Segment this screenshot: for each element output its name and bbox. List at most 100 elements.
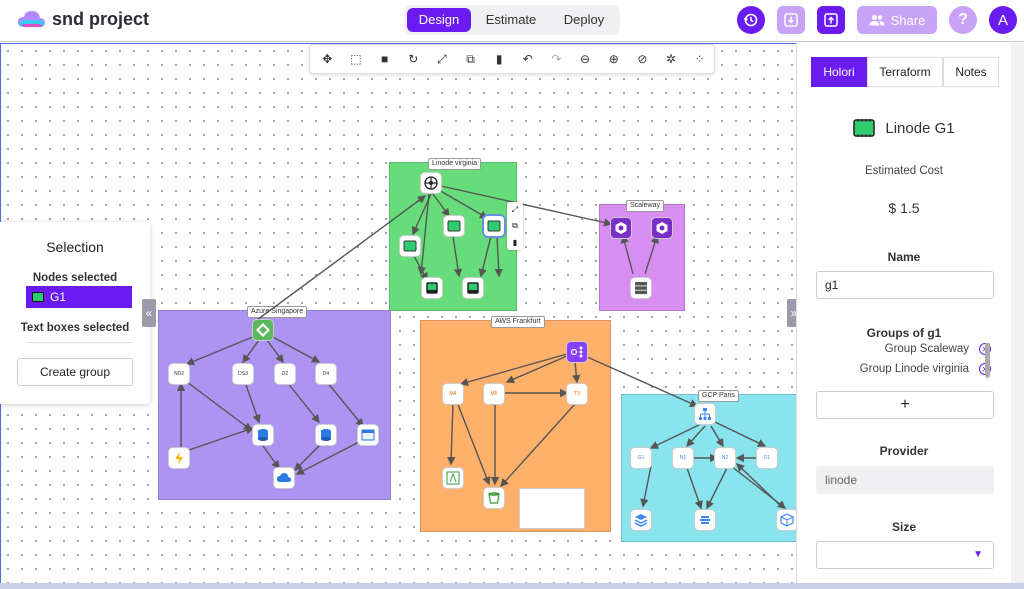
aws-ec2-node[interactable]: M4 <box>443 384 463 404</box>
project-title: snd project <box>52 9 150 29</box>
scaleway-kubernetes-node[interactable] <box>611 218 631 238</box>
azure-sql-node[interactable] <box>316 425 336 445</box>
azure-vm-node[interactable]: D4 <box>316 364 336 384</box>
redo-button[interactable]: ↷ <box>542 47 571 71</box>
azure-vm-node[interactable]: D2 <box>275 364 295 384</box>
mode-design-button[interactable]: Design <box>407 8 471 32</box>
delete-button[interactable]: ▮ <box>485 47 514 71</box>
gcp-storage-node[interactable] <box>631 510 651 530</box>
database-icon <box>258 429 268 441</box>
grid-button[interactable]: ⁘ <box>685 47 714 71</box>
panel-tabs: Holori Terraform Notes <box>811 57 999 87</box>
azure-functions-node[interactable] <box>169 448 189 468</box>
aws-ec2-node[interactable]: M5 <box>484 384 504 404</box>
add-group-button[interactable]: + <box>816 391 994 419</box>
linode-compute-node[interactable] <box>400 236 420 256</box>
help-button[interactable]: ? <box>949 6 977 34</box>
azure-app-service-node[interactable] <box>358 425 378 445</box>
resize-icon[interactable]: ⤢ <box>511 205 519 215</box>
zoom-out-button[interactable]: ⊖ <box>571 47 600 71</box>
storage-icon <box>426 282 438 294</box>
mode-estimate-button[interactable]: Estimate <box>485 12 537 27</box>
panel-scrollbar[interactable] <box>1011 43 1024 583</box>
mode-switch: Design Estimate Deploy <box>404 5 620 35</box>
cloud-storage-icon <box>277 473 291 482</box>
gcp-compute-node[interactable]: F1 <box>757 448 777 468</box>
cloud-logo-icon <box>18 11 45 27</box>
aws-load-balancer-node[interactable] <box>567 342 587 362</box>
node-label: ND2 <box>173 371 184 377</box>
text-box[interactable] <box>519 488 585 529</box>
azure-storage-node[interactable] <box>274 468 294 488</box>
user-avatar[interactable]: A <box>989 6 1017 34</box>
gcp-compute-node[interactable]: N1 <box>673 448 693 468</box>
delete-icon[interactable]: ▮ <box>512 237 518 247</box>
linode-storage-node[interactable] <box>463 278 483 298</box>
expand-button[interactable]: ⤢ <box>428 47 457 71</box>
undo-button[interactable]: ↶ <box>513 47 542 71</box>
scaleway-server-node[interactable] <box>631 278 651 298</box>
azure-traffic-manager-node[interactable] <box>253 320 273 340</box>
aws-lambda-node[interactable] <box>443 468 463 488</box>
canvas-toolbar: ✥ ⬚ ■ ↻ ⤢ ⧉ ▮ ↶ ↷ ⊖ ⊕ ⊘ ✲ ⁘ <box>309 44 715 74</box>
gcp-cube-node[interactable] <box>777 510 796 530</box>
groups-scrollbar[interactable] <box>985 343 990 379</box>
linode-storage-node[interactable] <box>422 278 442 298</box>
tab-notes[interactable]: Notes <box>943 57 999 87</box>
create-group-button[interactable]: Create group <box>17 358 133 386</box>
name-input[interactable]: g1 <box>816 271 994 299</box>
scrollbar-thumb[interactable] <box>985 343 990 377</box>
selection-panel: Selection Nodes selected G1 Text boxes s… <box>0 222 150 404</box>
move-tool-button[interactable]: ✥ <box>313 47 342 71</box>
undo-icon: ↶ <box>522 52 533 66</box>
azure-vm-node[interactable]: ND2 <box>169 364 189 384</box>
zoom-in-button[interactable]: ⊕ <box>599 47 628 71</box>
gcp-compute-node[interactable]: G1 <box>631 448 651 468</box>
upload-button[interactable] <box>817 6 845 34</box>
zoom-in-icon: ⊕ <box>608 52 619 66</box>
selected-node-item[interactable]: G1 <box>26 286 132 308</box>
group-item: Group Scaleway ✕ <box>821 343 991 355</box>
download-button[interactable] <box>777 6 805 34</box>
linode-load-balancer-node[interactable] <box>421 173 441 193</box>
app-header: snd project Design Estimate Deploy Share… <box>0 0 1024 42</box>
copy-icon[interactable]: ⧉ <box>512 221 518 231</box>
select-area-button[interactable]: ⬚ <box>342 47 371 71</box>
copy-icon: ⧉ <box>466 51 475 66</box>
tab-holori[interactable]: Holori <box>811 57 867 87</box>
gcp-datastore-node[interactable] <box>695 510 715 530</box>
group-label: Scaleway <box>626 200 664 212</box>
selected-node-name: G1 <box>50 290 67 304</box>
kubernetes-icon <box>615 222 627 234</box>
node-label: T3 <box>574 391 580 397</box>
people-icon <box>869 15 885 26</box>
gcp-load-balancer-node[interactable] <box>695 404 715 424</box>
bucket-icon <box>488 492 500 504</box>
azure-vm-node[interactable]: DS3 <box>233 364 253 384</box>
provider-label: Provider <box>879 444 929 458</box>
mode-deploy-button[interactable]: Deploy <box>563 12 605 27</box>
tab-terraform[interactable]: Terraform <box>867 57 943 87</box>
collapse-left-panel-button[interactable]: « <box>142 299 156 327</box>
bottom-scrollbar[interactable] <box>0 583 1024 589</box>
estimated-cost-value: $ 1.5 <box>888 200 920 216</box>
node-title-text: Linode G1 <box>885 119 955 137</box>
copy-button[interactable]: ⧉ <box>456 47 485 71</box>
zoom-reset-button[interactable]: ⊘ <box>628 47 657 71</box>
size-select[interactable]: ▼ <box>816 541 994 569</box>
scaleway-kubernetes-node[interactable] <box>652 218 672 238</box>
settings-button[interactable]: ✲ <box>657 47 686 71</box>
delete-icon: ▮ <box>495 52 503 66</box>
linode-compute-node[interactable] <box>444 216 464 236</box>
group-item-name: Group Scaleway <box>884 343 969 355</box>
history-button[interactable] <box>737 6 765 34</box>
linode-g1-node-selected[interactable] <box>484 216 504 236</box>
save-button[interactable]: ■ <box>370 47 399 71</box>
azure-sql-node[interactable] <box>253 425 273 445</box>
share-button[interactable]: Share <box>857 6 937 34</box>
refresh-button[interactable]: ↻ <box>399 47 428 71</box>
aws-s3-node[interactable] <box>484 488 504 508</box>
gcp-compute-node[interactable]: N2 <box>715 448 735 468</box>
node-label: F1 <box>764 455 770 461</box>
aws-ec2-node[interactable]: T3 <box>567 384 587 404</box>
